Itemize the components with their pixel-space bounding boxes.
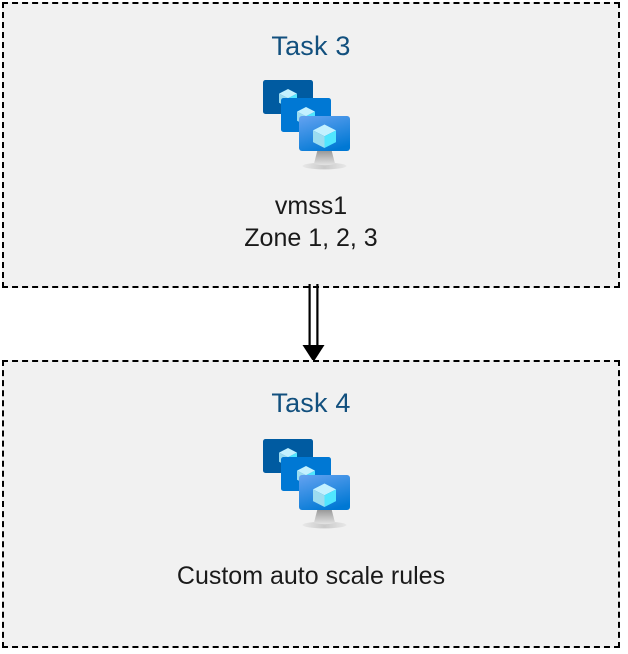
task-title-task3: Task 3 <box>271 31 351 61</box>
azure-vm-scale-set-icon <box>259 76 363 172</box>
task-caption-task4: Custom auto scale rules <box>177 561 445 593</box>
task-box-task3[interactable]: Task 3 <box>2 2 620 288</box>
task-title-task4: Task 4 <box>271 388 351 418</box>
caption-line: vmss1 <box>274 192 348 220</box>
task-box-task4[interactable]: Task 4 <box>2 360 620 648</box>
connector-double-line-arrow <box>296 284 336 364</box>
caption-line: Custom auto scale rules <box>176 562 446 590</box>
task-caption-task3: vmss1 Zone 1, 2, 3 <box>244 191 377 254</box>
caption-line: Zone 1, 2, 3 <box>244 223 378 252</box>
azure-vm-scale-set-icon <box>259 435 363 531</box>
